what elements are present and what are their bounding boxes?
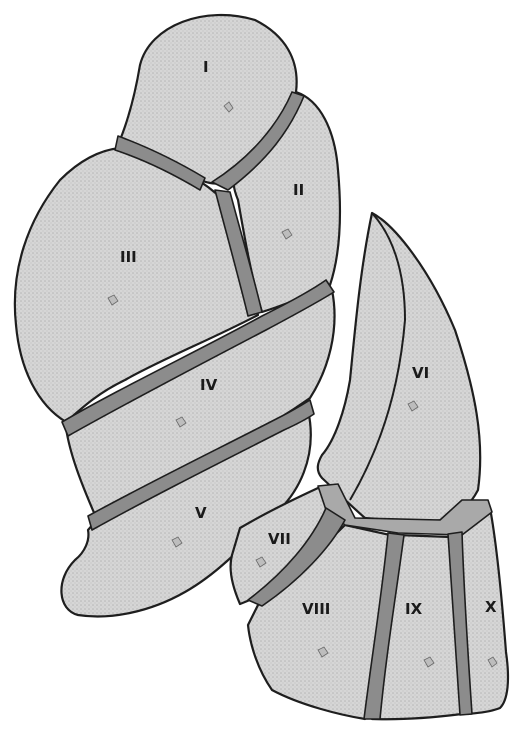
label-segment-vi: VI (412, 364, 429, 382)
label-segment-ii: II (293, 181, 304, 199)
label-segment-ix: IX (405, 600, 423, 618)
label-segment-x: X (485, 598, 497, 616)
label-segment-i: I (203, 58, 209, 76)
label-segment-viii: VIII (302, 600, 330, 618)
label-segment-v: V (195, 504, 207, 522)
label-segment-iii: III (120, 248, 137, 266)
label-segment-vii: VII (268, 530, 291, 548)
label-segment-iv: IV (200, 376, 218, 394)
